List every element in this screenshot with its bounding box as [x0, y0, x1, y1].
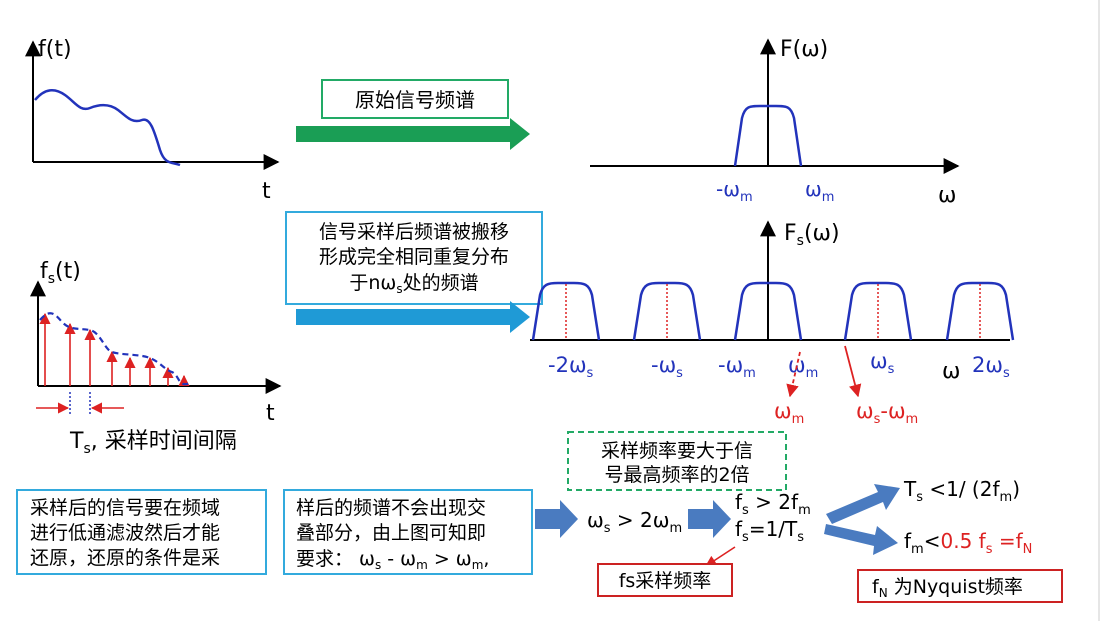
fs-y-label: fs(t): [40, 259, 81, 287]
F-tick-pos: ωm: [805, 177, 834, 205]
nyquist-condition-box: 采样频率要大于信 号最高频率的2倍: [567, 431, 787, 491]
formula-ts-lt: Ts <1/ (2fm): [903, 477, 1020, 505]
condition-line-1: 采样频率要大于信: [601, 440, 753, 462]
spectrum-replicas: [531, 281, 1015, 341]
shift-line-1: 信号采样后频谱被搬移: [319, 221, 509, 243]
no-overlap-box: 样后的频谱不会出现交 叠部分，由上图可知即 要求： ωs - ωm > ωm,: [283, 489, 533, 575]
steel-arrow-1: [535, 500, 578, 538]
shift-line-3: 于nωs处的频谱: [349, 272, 478, 296]
overlap-line-1: 样后的频谱不会出现交: [296, 497, 486, 519]
F-spectrum-shape: [733, 104, 803, 167]
shift-line-2: 形成完全相同重复分布: [319, 246, 509, 268]
reconstruction-box: 采样后的信号要在频域 进行低通滤波然后才能 还原，还原的条件是采: [16, 489, 267, 575]
replica-minus-ws: [632, 281, 702, 341]
continuous-signal-plot: f(t) t: [25, 37, 280, 204]
steel-arrow-2: [688, 500, 731, 538]
fs-sampling-label-box: fs采样频率: [597, 563, 733, 597]
recon-line-1: 采样后的信号要在频域: [30, 497, 220, 519]
blue-arrow: [296, 301, 530, 333]
Fs-x-label: ω: [942, 359, 960, 384]
fs-pointer: [705, 546, 736, 567]
red-pointer-wm: [786, 351, 801, 398]
Fs-tick-plus-2ws: 2ωs: [972, 353, 1010, 381]
fs-x-label: t: [266, 401, 275, 426]
right-divider: [1098, 0, 1100, 621]
nyquist-label-box: fN 为Nyquist频率: [857, 569, 1063, 603]
sampled-signal-plot: fs(t) t Ts, 采样时间间隔: [30, 259, 282, 457]
red-pointer-ws-wm: [844, 345, 862, 398]
formula-fs-gt-2fm: fs > 2fm: [735, 490, 811, 518]
formula-ws-gt-2wm: ωs > 2ωm: [587, 508, 682, 536]
Fs-tick-plus-wm: ωm: [788, 353, 818, 381]
Fs-tick-minus-wm: -ωm: [718, 353, 756, 381]
formula-fm-lt: fm<0.5 fs =fN: [904, 529, 1032, 557]
Fs-tick-minus-ws: -ωs: [651, 353, 683, 381]
overlap-line-3: 要求： ωs - ωm > ωm,: [296, 548, 489, 572]
formula-fs-eq: fs=1/Ts: [735, 517, 804, 545]
red-label-wm: ωm: [774, 399, 804, 427]
recon-line-2: 进行低通滤波然后才能: [30, 522, 220, 544]
ts-caption: Ts, 采样时间间隔: [69, 429, 237, 457]
replica-0: [733, 281, 803, 341]
Fs-tick-plus-ws: ωs: [870, 349, 895, 377]
sampled-envelope: [39, 312, 191, 386]
ft-y-label: f(t): [38, 37, 72, 62]
steel-arrow-up: [826, 484, 900, 524]
red-label-ws-minus-wm: ωs-ωm: [856, 399, 918, 427]
replica-centers: [565, 284, 981, 340]
Fs-tick-minus-2ws: -2ωs: [548, 353, 594, 381]
overlap-line-2: 叠部分，由上图可知即: [296, 522, 486, 544]
steel-arrow-down: [824, 524, 898, 555]
sampled-spectrum-plot: Fs(ω) ω -2ωs -ωs -ωm ωm ωs 2ωs ωm ωs-ωm: [530, 220, 1015, 427]
spectrum-shift-callout: 信号采样后频谱被搬移 形成完全相同重复分布 于nωs处的频谱: [285, 211, 543, 333]
recon-line-3: 还原，还原的条件是采: [30, 547, 220, 569]
ft-curve: [34, 89, 181, 167]
fs-sampling-label: fs采样频率: [619, 570, 712, 592]
original-spectrum-plot: F(ω) ω -ωm ωm: [590, 37, 960, 208]
nyquist-label: fN 为Nyquist频率: [872, 576, 1023, 600]
Fs-y-label: Fs(ω): [784, 221, 840, 249]
green-arrow: [296, 118, 530, 150]
original-spectrum-label: 原始信号频谱: [355, 88, 475, 112]
replica-plus-ws: [843, 281, 913, 341]
replica-plus-2ws: [945, 281, 1015, 341]
F-tick-neg: -ωm: [716, 177, 753, 205]
F-y-label: F(ω): [780, 37, 828, 62]
original-spectrum-callout: 原始信号频谱: [296, 79, 530, 150]
replica-minus-2ws: [531, 281, 601, 341]
F-x-label: ω: [938, 183, 956, 208]
condition-line-2: 号最高频率的2倍: [604, 464, 749, 486]
ft-x-label: t: [262, 179, 271, 204]
